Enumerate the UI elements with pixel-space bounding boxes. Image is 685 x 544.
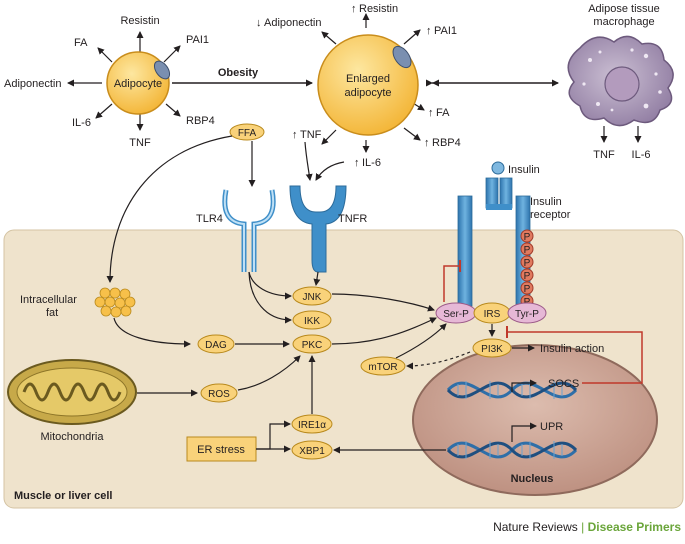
insulin-receptor: Insulin Insulin receptor P P P P P P xyxy=(457,161,571,308)
mitochondria-label: Mitochondria xyxy=(41,431,105,443)
brand-separator: | xyxy=(581,520,585,534)
enlarged-adipocyte xyxy=(317,34,419,136)
enlarged-resistin: Resistin xyxy=(359,3,398,15)
up-arrow-icon: ↑ xyxy=(354,157,360,169)
macrophage-group: Adipose tissue macrophage TNF IL-6 xyxy=(567,3,674,161)
intracellular-fat-label-1: Intracellular xyxy=(20,294,77,306)
nucleus-label: Nucleus xyxy=(511,473,554,485)
phospho-p: P xyxy=(524,271,531,282)
brand-series: Disease Primers xyxy=(587,520,681,534)
obesity-label: Obesity xyxy=(218,67,259,79)
tyr-p-node xyxy=(507,302,547,324)
adipocyte-group: Adipocyte Resistin PAI1 RBP4 TNF IL-6 Ad… xyxy=(4,15,215,149)
jnk-label: JNK xyxy=(303,292,322,303)
phospho-p: P xyxy=(524,232,531,243)
up-arrow-icon: ↑ xyxy=(424,137,430,149)
adipocyte-adiponectin: Adiponectin xyxy=(4,78,62,90)
phospho-p: P xyxy=(524,245,531,256)
mitochondria xyxy=(7,359,137,425)
phospho-p: P xyxy=(524,258,531,269)
cell-title: Muscle or liver cell xyxy=(14,490,112,502)
ros-label: ROS xyxy=(208,389,230,400)
phospho-p: P xyxy=(524,284,531,295)
ikk-label: IKK xyxy=(304,316,320,327)
up-arrow-icon: ↑ xyxy=(351,3,357,15)
mtor-label: mTOR xyxy=(368,362,397,373)
enlarged-fa: FA xyxy=(436,107,450,119)
pi3k-label: PI3K xyxy=(481,344,503,355)
er-stress-box xyxy=(186,436,257,462)
tlr4-receptor: TLR4 xyxy=(196,189,276,272)
macrophage-label-1: Adipose tissue xyxy=(588,3,660,15)
mtor-node xyxy=(360,356,406,376)
enlarged-pai1: PAI1 xyxy=(434,25,457,37)
upr-label: UPR xyxy=(540,421,563,433)
ffa-node xyxy=(229,123,265,141)
jnk-node xyxy=(292,286,332,306)
insulin-receptor-label-1: Insulin xyxy=(530,196,562,208)
adipocyte-fa: FA xyxy=(74,37,88,49)
enlarged-adiponectin: Adiponectin xyxy=(264,17,322,29)
adipocyte-nucleus xyxy=(153,60,171,80)
phospho-p: P xyxy=(524,297,531,308)
intracellular-fat xyxy=(94,287,136,318)
enlarged-adipocyte-group: Enlarged adipocyte ↓ Adiponectin ↑ Resis… xyxy=(256,3,461,169)
ffa-group: FFA xyxy=(106,123,265,283)
macrophage-tnf: TNF xyxy=(593,149,615,161)
enlarged-il6: IL-6 xyxy=(362,157,381,169)
dna-helix-upr xyxy=(446,441,578,459)
enlarged-tnf: TNF xyxy=(300,129,322,141)
adipocyte-pai1: PAI1 xyxy=(186,34,209,46)
er-stress-label: ER stress xyxy=(197,444,245,456)
socs-label: SOCS xyxy=(548,378,579,390)
irs-label: IRS xyxy=(484,309,501,320)
insulin-receptor-label-2: receptor xyxy=(530,209,571,221)
brand-name: Nature Reviews xyxy=(493,520,578,534)
intracellular-fat-label-2: fat xyxy=(46,307,58,319)
up-arrow-icon: ↑ xyxy=(428,107,434,119)
tyr-p-label: Tyr-P xyxy=(515,309,539,320)
enlarged-rbp4: RBP4 xyxy=(432,137,461,149)
insulin-label: Insulin xyxy=(508,164,540,176)
ire1a-node xyxy=(291,414,333,434)
adipocyte-rbp4: RBP4 xyxy=(186,115,215,127)
footer-brand: Nature Reviews | Disease Primers xyxy=(0,520,681,534)
up-arrow-icon: ↑ xyxy=(292,129,298,141)
tnfr-receptor: TNFR xyxy=(289,185,367,273)
xbp1-label: XBP1 xyxy=(299,446,325,457)
ros-node xyxy=(200,383,238,403)
macrophage-il6: IL-6 xyxy=(632,149,651,161)
adipocyte-tnf: TNF xyxy=(129,137,151,149)
ikk-node xyxy=(292,310,332,330)
adipocyte-label: Adipocyte xyxy=(114,78,162,90)
dag-label: DAG xyxy=(205,340,227,351)
up-arrow-icon: ↑ xyxy=(426,25,432,37)
dag-node xyxy=(197,334,235,354)
pkc-node xyxy=(292,334,332,354)
adipocyte xyxy=(106,51,170,115)
insulin-molecule xyxy=(491,161,505,175)
insulin-action-label: Insulin action xyxy=(540,343,604,355)
enlarged-adipocyte-nucleus xyxy=(392,45,412,69)
adipocyte-il6: IL-6 xyxy=(72,117,91,129)
ire1a-label: IRE1α xyxy=(298,420,326,431)
enlarged-label-1: Enlarged xyxy=(346,73,390,85)
xbp1-node xyxy=(291,440,333,460)
ffa-label: FFA xyxy=(238,128,257,139)
macrophage-label-2: macrophage xyxy=(593,16,654,28)
adipocyte-resistin: Resistin xyxy=(120,15,159,27)
ser-p-label: Ser-P xyxy=(443,309,469,320)
tnfr-label: TNFR xyxy=(338,213,367,225)
pi3k-node xyxy=(472,338,512,358)
enlarged-label-2: adipocyte xyxy=(344,87,391,99)
tlr4-label: TLR4 xyxy=(196,213,223,225)
pkc-label: PKC xyxy=(302,340,323,351)
down-arrow-icon: ↓ xyxy=(256,17,262,29)
